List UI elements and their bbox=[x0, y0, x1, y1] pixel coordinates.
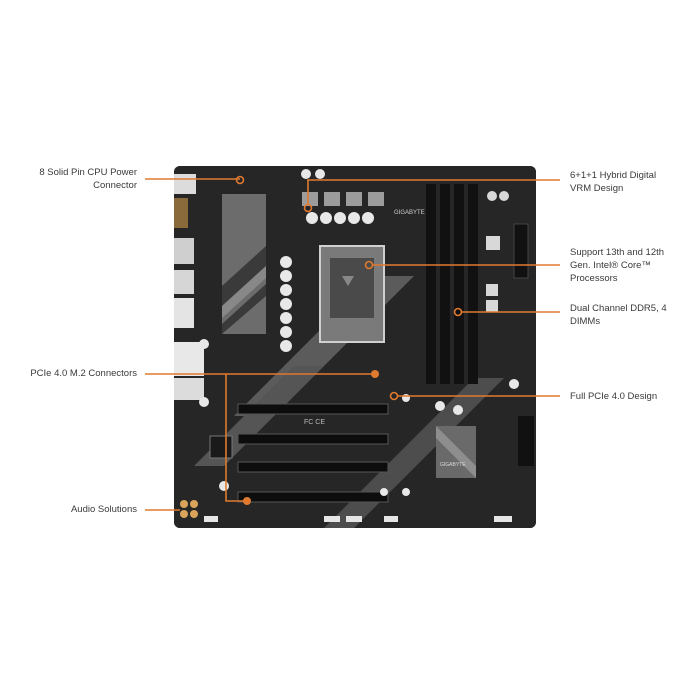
svg-text:FC CE: FC CE bbox=[304, 419, 325, 426]
callout-audio-solutions: Audio Solutions bbox=[70, 504, 137, 515]
callout-full-pcie: Full PCIe 4.0 Design bbox=[570, 391, 658, 402]
motherboard-graphic: GIGABYTE FC CE GIGABYTE bbox=[174, 166, 536, 528]
callout-cpu-power-connector: 8 Solid Pin CPU Power Connector bbox=[39, 167, 137, 191]
svg-text:GIGABYTE: GIGABYTE bbox=[440, 462, 466, 468]
motherboard-image: GIGABYTE FC CE GIGABYTE bbox=[174, 166, 536, 528]
callout-cpu-support: Support 13th and 12th Gen. Intel® Core™ … bbox=[570, 247, 665, 284]
callout-pcie-m2-connectors: PCIe 4.0 M.2 Connectors bbox=[30, 368, 137, 379]
callout-ddr5-dimms: Dual Channel DDR5, 4 DIMMs bbox=[570, 303, 667, 327]
callout-vrm-design: 6+1+1 Hybrid Digital VRM Design bbox=[570, 170, 657, 194]
svg-text:GIGABYTE: GIGABYTE bbox=[394, 210, 425, 216]
